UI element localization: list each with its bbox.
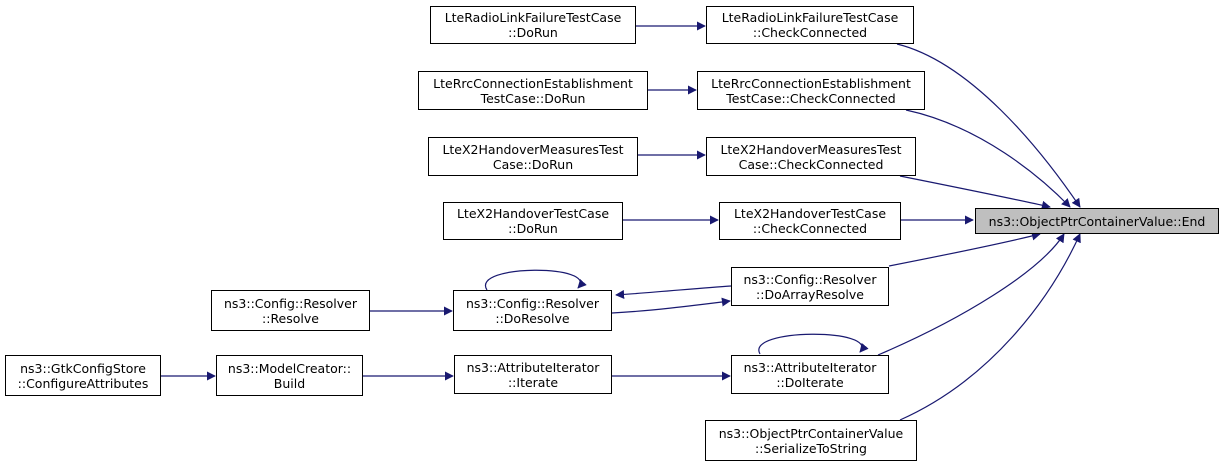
node-label-line: ::DoArrayResolve (756, 286, 864, 302)
edge-rrc-check-to-end (905, 109, 1071, 208)
node-label-line: LteX2HandoverMeasuresTest (720, 141, 902, 157)
node-config-resolver-doarrayresolve[interactable]: ns3::Config::Resolver ::DoArrayResolve (731, 267, 889, 306)
node-label-line: TestCase::CheckConnected (726, 90, 896, 106)
node-label-line: LteRrcConnectionEstablishment (711, 75, 911, 91)
edge-doresolve-self-loop (484, 269, 587, 291)
node-attributeiterator-doiterate[interactable]: ns3::AttributeIterator ::DoIterate (731, 355, 889, 394)
node-ltex2handovermeasures-dorun[interactable]: LteX2HandoverMeasuresTest Case::DoRun (428, 137, 638, 176)
node-config-resolver-doresolve[interactable]: ns3::Config::Resolver ::DoResolve (453, 290, 612, 331)
node-label-line: ns3::GtkConfigStore (20, 360, 146, 376)
node-label-line: Case::CheckConnected (738, 156, 884, 172)
node-label-line: ::DoResolve (495, 310, 570, 326)
node-attributeiterator-iterate[interactable]: ns3::AttributeIterator ::Iterate (454, 355, 612, 394)
node-label-line: LteRadioLinkFailureTestCase (444, 10, 622, 25)
edge-serialize-to-end (899, 233, 1081, 421)
node-label-line: LteRrcConnectionEstablishment (433, 75, 633, 91)
node-ltex2handovermeasures-checkconnected[interactable]: LteX2HandoverMeasuresTest Case::CheckCon… (706, 137, 916, 176)
node-label-line: LteX2HandoverTestCase (456, 206, 610, 221)
node-lterrcconnectionestablishment-dorun[interactable]: LteRrcConnectionEstablishment TestCase::… (418, 71, 648, 110)
node-label-line: ns3::Config::Resolver (465, 295, 599, 311)
edge-doarray-to-doresolve (615, 285, 732, 299)
edge-doarray-to-end (888, 231, 1041, 267)
node-label-line: Case::DoRun (492, 156, 574, 172)
node-lteradiolinkfailure-dorun[interactable]: LteRadioLinkFailureTestCase ::DoRun (430, 6, 636, 44)
node-objectptrcontainervalue-serializetostring[interactable]: ns3::ObjectPtrContainerValue ::Serialize… (705, 420, 917, 461)
node-modelcreator-build[interactable]: ns3::ModelCreator:: Build (216, 355, 363, 396)
node-label-line: TestCase::DoRun (480, 90, 586, 106)
edge-doiterate-self-loop (758, 333, 869, 355)
node-label-line: Build (273, 375, 306, 391)
node-label-line: ::SerializeToString (755, 440, 867, 456)
node-label-line: ::ConfigureAttributes (17, 375, 149, 391)
node-config-resolver-resolve[interactable]: ns3::Config::Resolver ::Resolve (211, 290, 370, 331)
node-label-line: ns3::Config::Resolver (223, 295, 357, 311)
edge-doiterate-to-end (877, 233, 1065, 356)
node-label-line: ::Resolve (262, 310, 319, 326)
node-label-line: ::Iterate (507, 374, 559, 390)
node-label-line: ::DoRun (508, 25, 558, 40)
edge-x2m-check-to-end (899, 175, 1051, 210)
edge-doresolve-to-doarray (611, 297, 731, 314)
node-label-line: LteX2HandoverTestCase (733, 206, 887, 221)
node-label-line: ::DoIterate (776, 374, 844, 390)
node-lteradiolinkfailure-checkconnected[interactable]: LteRadioLinkFailureTestCase ::CheckConne… (706, 6, 914, 44)
node-label-line: ns3::ModelCreator:: (227, 360, 352, 376)
node-label-line: ns3::ObjectPtrContainerValue::End (988, 213, 1206, 229)
node-ltex2handover-checkconnected[interactable]: LteX2HandoverTestCase ::CheckConnected (719, 202, 901, 240)
node-lterrcconnectionestablishment-checkconnected[interactable]: LteRrcConnectionEstablishment TestCase::… (697, 71, 925, 110)
node-label-line: ::CheckConnected (752, 25, 868, 40)
node-label-line: ns3::AttributeIterator (466, 359, 600, 375)
node-label-line: ::DoRun (508, 221, 558, 236)
node-label-line: ns3::AttributeIterator (743, 359, 877, 375)
node-label-line: ::CheckConnected (752, 221, 868, 236)
node-objectptrcontainervalue-end: ns3::ObjectPtrContainerValue::End (975, 208, 1219, 234)
node-ltex2handover-dorun[interactable]: LteX2HandoverTestCase ::DoRun (443, 202, 623, 240)
node-gtkconfigstore-configureattributes[interactable]: ns3::GtkConfigStore ::ConfigureAttribute… (5, 355, 161, 396)
node-label-line: LteX2HandoverMeasuresTest (442, 141, 624, 157)
node-label-line: LteRadioLinkFailureTestCase (721, 10, 899, 25)
node-label-line: ns3::ObjectPtrContainerValue (718, 425, 904, 441)
node-label-line: ns3::Config::Resolver (743, 271, 877, 287)
edge-rlf-check-to-end (896, 43, 1081, 208)
